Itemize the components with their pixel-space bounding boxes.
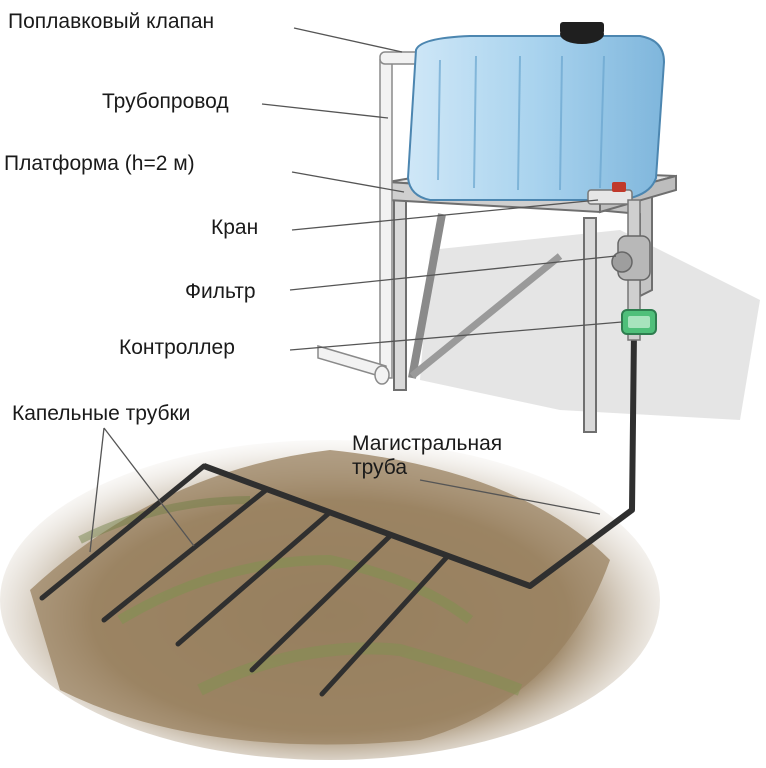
label-platform: Платформа (h=2 м): [4, 152, 195, 175]
tap: [587, 182, 633, 205]
drip-tube: [319, 555, 449, 697]
label-main-pipe-line1: Магистральная: [352, 432, 503, 455]
label-drip-tubes: Капельные трубки: [12, 402, 191, 425]
label-tap: Кран: [211, 216, 259, 239]
leader-lines: [89, 27, 623, 553]
drip-tube: [175, 511, 331, 647]
label-controller: Контроллер: [119, 336, 235, 359]
garden-bed: [0, 440, 660, 760]
drip-tube: [39, 463, 207, 601]
filter-assembly: [611, 199, 651, 341]
drip-tube: [249, 533, 393, 673]
label-pipeline: Трубопровод: [102, 90, 229, 113]
label-main-pipe-line2: труба: [352, 456, 408, 479]
main-pipe: [202, 331, 637, 589]
supply-pipe: [317, 51, 425, 385]
label-main-pipe: Магистральная труба: [352, 432, 502, 480]
label-float-valve: Поплавковый клапан: [8, 10, 215, 33]
controller: [621, 309, 657, 335]
drip-tube: [101, 487, 269, 623]
label-filter: Фильтр: [185, 280, 256, 303]
drip-tubes: [39, 463, 449, 697]
water-tank: [406, 22, 666, 201]
